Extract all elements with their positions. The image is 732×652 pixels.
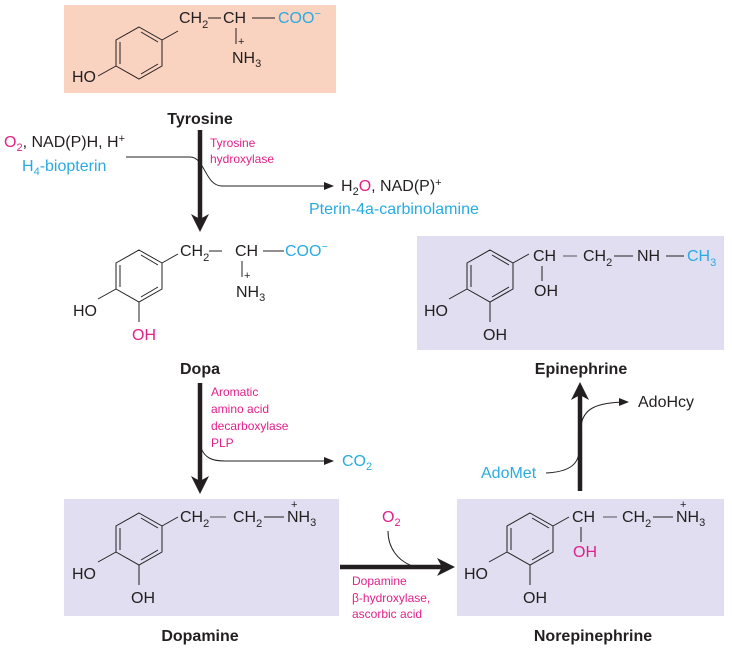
step3-cofactor: ascorbic acid	[352, 607, 422, 621]
norepinephrine-structure: HO OH CH CH2 + NH3 OH	[457, 499, 724, 616]
step2-cofactor: PLP	[211, 436, 234, 450]
tyrosine-box	[64, 5, 336, 93]
norepinephrine-box	[457, 499, 724, 616]
step2-arrowhead	[191, 476, 209, 494]
ch2-group: CH2	[180, 243, 209, 264]
ch2-group: CH2	[179, 10, 208, 31]
step1-enzyme-line2: hydroxylase	[210, 152, 274, 166]
ch2-group-b: CH2	[233, 509, 262, 530]
norepinephrine-label: Norepinephrine	[534, 628, 652, 645]
step3-o2: O2	[382, 509, 401, 529]
new-oh-group: OH	[132, 327, 156, 344]
epinephrine-label: Epinephrine	[535, 361, 628, 378]
step4-adohcy: AdoHcy	[638, 394, 694, 411]
amino-group: NH3	[236, 284, 265, 304]
ch-group: CH	[223, 10, 246, 27]
step1-inputs: O2, NAD(P)H, H+	[4, 133, 125, 154]
dopa-structure: HO OH CH2 CH COO− + NH3	[73, 241, 328, 344]
step2-enzyme-line1: Aromatic	[211, 385, 258, 399]
dopamine-label: Dopamine	[161, 628, 238, 645]
step3-enzyme-line1: Dopamine	[352, 574, 407, 588]
side-oh-group: OH	[534, 283, 558, 300]
step4-arrowhead	[571, 382, 589, 400]
plus-charge: +	[238, 36, 244, 48]
step3-reaction: O2 Dopamine β-hydroxylase, ascorbic acid	[340, 509, 455, 621]
carboxylate-group: COO−	[285, 241, 328, 260]
ch2-group: CH2	[622, 509, 651, 530]
ch-group: CH	[235, 243, 258, 260]
ho-group: HO	[424, 303, 448, 320]
dopa-label: Dopa	[180, 361, 220, 378]
step1-outputs: H2O, NAD(P)+	[341, 177, 442, 198]
ch-group: CH	[533, 248, 556, 265]
oh-group: OH	[523, 590, 547, 607]
new-side-oh-group: OH	[573, 544, 597, 561]
new-methyl-group: CH3	[687, 248, 716, 269]
step3-arrowhead	[437, 558, 455, 576]
plus-charge: +	[244, 270, 250, 282]
step2-enzyme-line3: decarboxylase	[211, 419, 289, 433]
carboxylate-group: COO−	[278, 8, 321, 27]
epinephrine-box	[417, 236, 724, 350]
step4-adomet: AdoMet	[481, 465, 537, 482]
ho-group: HO	[72, 566, 96, 583]
step1-side-arrow	[126, 156, 334, 190]
benzene-ring	[115, 249, 163, 303]
amino-group: NH3	[287, 509, 316, 529]
step1-arrowhead	[191, 214, 209, 232]
step2-co2: CO2	[342, 453, 372, 473]
step3-enzyme-line2: β-hydroxylase,	[352, 591, 430, 605]
plus-charge: +	[291, 499, 297, 511]
ch2-group: CH2	[583, 248, 612, 269]
dopamine-structure: HO OH CH2 CH2 + NH3	[64, 499, 339, 616]
step2-reaction: Aromatic amino acid decarboxylase PLP CO…	[191, 383, 372, 494]
step3-side-arrow	[387, 530, 411, 566]
step2-side-arrow	[200, 447, 334, 465]
ho-group: HO	[464, 566, 488, 583]
tyrosine-structure: HO CH2 CH COO− + NH3	[64, 5, 336, 93]
epinephrine-structure: HO OH CH CH2 NH CH3 OH	[417, 236, 724, 350]
step1-reaction: Tyrosine hydroxylase O2, NAD(P)H, H+ H4-…	[4, 130, 479, 232]
tyrosine-label: Tyrosine	[167, 111, 233, 128]
step1-cofactor: H4-biopterin	[22, 158, 106, 178]
nh-group: NH	[637, 248, 660, 265]
step2-enzyme-line2: amino acid	[211, 402, 269, 416]
amino-group: NH3	[232, 50, 261, 70]
ho-group: HO	[72, 69, 96, 86]
ch2-group-a: CH2	[180, 509, 209, 530]
step4-output-arrow	[580, 398, 629, 427]
step4-input-curve	[545, 451, 580, 474]
dopamine-box	[64, 499, 339, 616]
step4-reaction: AdoMet AdoHcy	[481, 382, 694, 491]
oh-group: OH	[131, 590, 155, 607]
amino-group: NH3	[676, 509, 705, 529]
step1-enzyme-line1: Tyrosine	[210, 136, 256, 150]
step1-byproduct: Pterin-4a-carbinolamine	[309, 201, 479, 218]
ch-group: CH	[572, 509, 595, 526]
ho-group: HO	[73, 303, 97, 320]
oh-group: OH	[483, 327, 507, 344]
plus-charge: +	[680, 499, 686, 511]
